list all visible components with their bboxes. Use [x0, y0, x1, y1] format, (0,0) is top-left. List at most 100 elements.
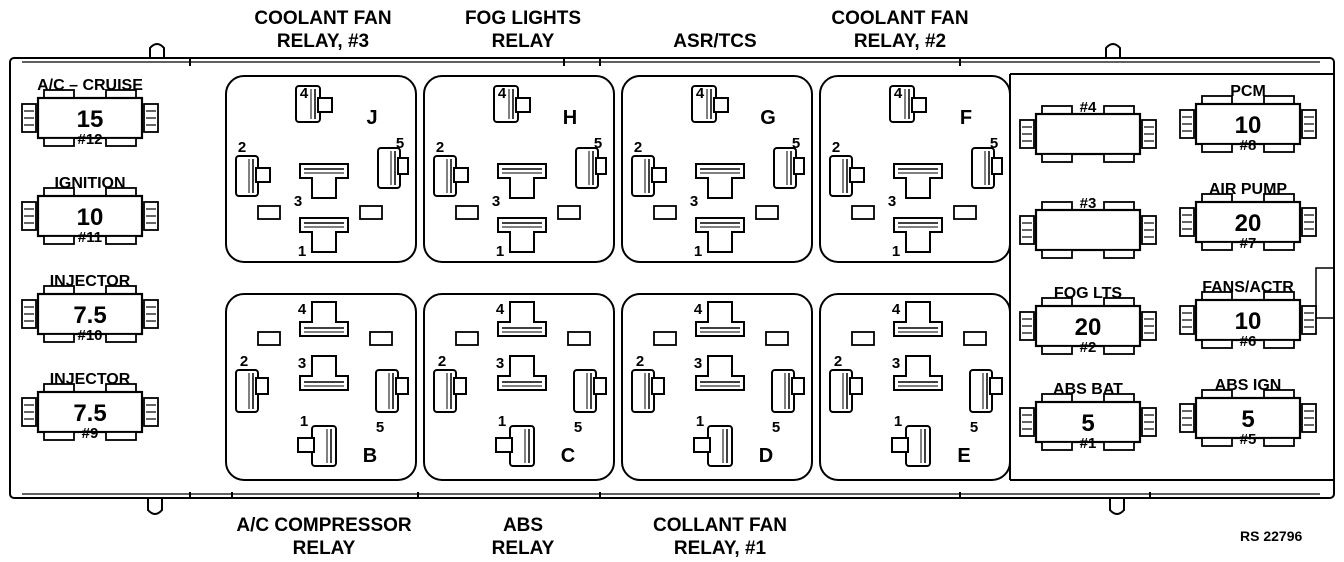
- relay-socket-h: 4 2 5 3 1 H: [423, 75, 615, 263]
- relay-letter: J: [366, 107, 377, 129]
- pin-label-4: 4: [892, 301, 901, 318]
- pin-label-5: 5: [594, 135, 602, 152]
- pin-label-5: 5: [970, 419, 978, 436]
- label-abs-relay: ABS RELAY: [491, 515, 555, 559]
- pin-label-1: 1: [300, 413, 308, 430]
- pin-label-2: 2: [832, 139, 840, 156]
- relay-socket-c: 4 2 3 1 5C: [423, 293, 615, 481]
- fuse-rating: 20: [1235, 210, 1262, 237]
- pin-label-1: 1: [694, 243, 702, 260]
- pin-label-2: 2: [634, 139, 642, 156]
- fuse-number: #4: [1080, 99, 1097, 116]
- fuse-number: #8: [1240, 137, 1257, 154]
- pin-label-1: 1: [892, 243, 900, 260]
- pin-label-3: 3: [298, 355, 306, 372]
- relay-socket-d: 4 2 3 1 5D: [621, 293, 813, 481]
- relay-letter: G: [760, 107, 776, 129]
- relay-letter: D: [759, 445, 773, 467]
- relay-letter: B: [363, 445, 377, 467]
- relay-socket-g: 4 2 5 3 1 G: [621, 75, 813, 263]
- pin-label-5: 5: [990, 135, 998, 152]
- fuse-number: #12: [77, 131, 102, 148]
- label-ac-compressor-relay: A/C COMPRESSOR RELAY: [236, 515, 412, 559]
- pin-label-4: 4: [298, 301, 307, 318]
- label-asr-tcs: ASR/TCS: [673, 31, 757, 52]
- label-coolant-fan-relay-2: COOLANT FAN RELAY, #2: [831, 8, 969, 52]
- pin-label-2: 2: [238, 139, 246, 156]
- fuse-number: #9: [82, 425, 99, 442]
- pin-label-1: 1: [298, 243, 306, 260]
- fuse-rating: 10: [1235, 308, 1262, 335]
- pin-label-4: 4: [696, 85, 705, 102]
- pin-label-5: 5: [772, 419, 780, 436]
- label-collant-fan-relay-1: COLLANT FAN RELAY, #1: [652, 515, 788, 559]
- pin-label-4: 4: [498, 85, 507, 102]
- pin-label-3: 3: [892, 355, 900, 372]
- fuse-rating: 15: [77, 106, 104, 133]
- pin-label-4: 4: [496, 301, 505, 318]
- fuse-number: #1: [1080, 435, 1097, 452]
- pin-label-1: 1: [696, 413, 704, 430]
- relay-socket-j: 4 2 5 3 1 J: [225, 75, 417, 263]
- pin-label-3: 3: [492, 193, 500, 210]
- pin-label-1: 1: [496, 243, 504, 260]
- relay-socket-b: 4 2 3 1 5B: [225, 293, 417, 481]
- pin-label-1: 1: [894, 413, 902, 430]
- fuse-rating: 5: [1081, 410, 1094, 437]
- relay-socket-f: 4 2 5 3 1 F: [819, 75, 1011, 263]
- fuse-n4: #4: [1019, 99, 1157, 163]
- pin-label-2: 2: [636, 353, 644, 370]
- pin-label-5: 5: [792, 135, 800, 152]
- fuse-n8: PCM 10#8: [1179, 83, 1317, 154]
- fuse-rating: 10: [1235, 112, 1262, 139]
- fuse-rating: 7.5: [73, 400, 106, 427]
- pin-label-2: 2: [438, 353, 446, 370]
- fuse-n3: #3: [1019, 195, 1157, 259]
- fuse-rating: 10: [77, 204, 104, 231]
- pin-label-1: 1: [498, 413, 506, 430]
- fuse-number: #11: [78, 229, 102, 246]
- pin-label-3: 3: [694, 355, 702, 372]
- relay-letter: E: [957, 445, 970, 467]
- label-fog-lights-relay: FOG LIGHTS RELAY: [464, 8, 582, 52]
- fuse-label: PCM: [1230, 83, 1266, 100]
- label-coolant-fan-relay-3: COOLANT FAN RELAY, #3: [254, 8, 392, 52]
- fuse-number: #5: [1240, 431, 1257, 448]
- pin-label-4: 4: [894, 85, 903, 102]
- relay-letter: C: [561, 445, 575, 467]
- pin-label-3: 3: [496, 355, 504, 372]
- fuse-number: #2: [1080, 339, 1097, 356]
- relay-letter: F: [960, 107, 972, 129]
- fuse-number: #3: [1080, 195, 1097, 212]
- pin-label-5: 5: [396, 135, 404, 152]
- fuse-number: #6: [1240, 333, 1257, 350]
- pin-label-4: 4: [300, 85, 309, 102]
- pin-label-2: 2: [436, 139, 444, 156]
- pin-label-5: 5: [574, 419, 582, 436]
- fuse-rating: 5: [1241, 406, 1254, 433]
- fuse-number: #10: [77, 327, 102, 344]
- pin-label-5: 5: [376, 419, 384, 436]
- pin-label-3: 3: [888, 193, 896, 210]
- pin-label-3: 3: [690, 193, 698, 210]
- pin-label-3: 3: [294, 193, 302, 210]
- fuse-rating: 7.5: [73, 302, 106, 329]
- pin-label-2: 2: [240, 353, 248, 370]
- fuse-number: #7: [1240, 235, 1257, 252]
- relay-letter: H: [563, 107, 577, 129]
- pin-label-4: 4: [694, 301, 703, 318]
- reference-code: RS 22796: [1240, 528, 1303, 544]
- fuse-rating: 20: [1075, 314, 1102, 341]
